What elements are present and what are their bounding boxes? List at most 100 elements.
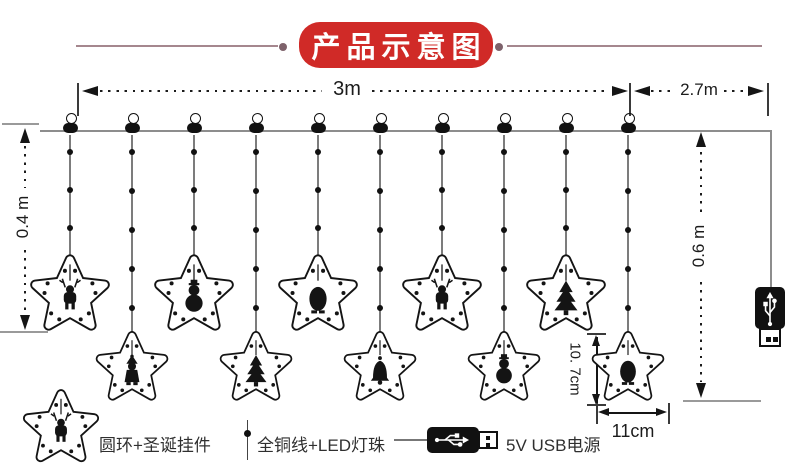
figure-bell <box>370 356 390 385</box>
star-ring-penguin <box>278 254 358 331</box>
led-bead <box>439 225 445 231</box>
dim-dotted-line <box>23 250 27 314</box>
figure-snowman <box>185 279 203 312</box>
led-bead <box>501 266 507 272</box>
light-string <box>69 135 71 260</box>
legend-usb-wire <box>394 439 427 441</box>
legend-wire-icon <box>246 420 248 460</box>
dim-arrow-left <box>82 86 98 96</box>
led-bead <box>67 225 73 231</box>
led-bead <box>625 305 631 311</box>
figure-santa <box>124 354 140 386</box>
led-bead <box>129 149 135 155</box>
star-pendant <box>149 251 239 341</box>
title-divider-left <box>76 45 278 48</box>
star-pendant <box>397 251 487 341</box>
led-bead <box>67 187 73 193</box>
star-pendant <box>25 251 115 341</box>
usb-trident-icon <box>763 292 777 327</box>
dim-dotted-line <box>651 90 674 93</box>
light-string <box>193 135 195 260</box>
led-bead <box>625 227 631 233</box>
dim-label-2-7m: 2.7m <box>680 80 718 99</box>
figure-reindeer <box>431 278 453 310</box>
star-pendant <box>463 328 545 410</box>
star-pendant <box>521 251 611 341</box>
usb-plug-connector <box>759 328 781 347</box>
dim-tick <box>596 403 598 424</box>
dim-dotted-line <box>372 90 606 93</box>
led-bead <box>563 149 569 155</box>
star-ring-reindeer <box>402 254 482 331</box>
hook-clip <box>620 122 636 133</box>
legend-power-label: 5V USB电源 <box>506 436 601 455</box>
figure-christmas-tree <box>554 280 578 316</box>
dim-arrow-down <box>19 315 30 330</box>
star-ring-santa <box>95 331 169 401</box>
star-ring-reindeer <box>30 254 110 331</box>
legend-usb-connector <box>478 431 498 449</box>
title-divider-right <box>507 45 762 48</box>
led-bead <box>129 188 135 194</box>
led-bead <box>253 305 259 311</box>
hook-clip <box>496 122 512 133</box>
legend-pendant-label: 圆环+圣诞挂件 <box>99 436 211 455</box>
star-ring-snowman <box>154 254 234 331</box>
dim-ref-line <box>2 123 39 125</box>
star-ring-penguin <box>591 331 665 401</box>
dim-arrow-right <box>612 86 628 96</box>
dim-ref-line <box>683 400 761 402</box>
led-bead <box>501 227 507 233</box>
dim-arrow-up <box>19 128 30 143</box>
led-bead <box>315 225 321 231</box>
star-pendant <box>339 328 421 410</box>
dim-arrow-up <box>695 132 706 147</box>
led-bead <box>253 227 259 233</box>
legend-wire-label: 全铜线+LED灯珠 <box>257 436 385 455</box>
led-bead <box>501 305 507 311</box>
star-ring-christmas-tree <box>526 254 606 331</box>
star-ring-bell <box>343 331 417 401</box>
star-ring-christmas-tree <box>219 331 293 401</box>
hook-clip <box>62 122 78 133</box>
dim-line <box>596 337 598 403</box>
star-ring-reindeer <box>22 389 100 463</box>
dim-tick <box>587 333 606 335</box>
led-bead <box>377 305 383 311</box>
light-string <box>503 135 505 336</box>
light-string <box>131 135 133 336</box>
figure-penguin <box>620 360 636 385</box>
star-pendant <box>91 328 173 410</box>
led-bead <box>625 188 631 194</box>
led-bead <box>129 305 135 311</box>
dim-arrow-left <box>598 408 609 416</box>
led-bead <box>439 187 445 193</box>
dim-tick <box>767 83 769 116</box>
led-bead <box>191 225 197 231</box>
lead-wire <box>769 130 772 288</box>
light-string <box>379 135 381 336</box>
led-bead <box>315 149 321 155</box>
dim-arrow-right <box>748 86 764 96</box>
usb-trident-icon <box>434 433 469 447</box>
led-bead <box>191 149 197 155</box>
figure-penguin <box>309 286 327 314</box>
title-dot-left <box>279 43 287 51</box>
led-bead <box>253 188 259 194</box>
hook-clip <box>310 122 326 133</box>
led-bead <box>315 187 321 193</box>
led-bead <box>129 227 135 233</box>
light-string <box>627 135 629 336</box>
dim-tick <box>629 83 631 116</box>
hook-clip <box>372 122 388 133</box>
light-string <box>255 135 257 336</box>
dim-arrow-right <box>656 408 667 416</box>
page-title: 产品示意图 <box>311 32 487 64</box>
led-bead <box>67 149 73 155</box>
led-bead <box>563 225 569 231</box>
led-bead <box>377 149 383 155</box>
star-ring-snowman <box>467 331 541 401</box>
title-banner: 产品示意图 <box>299 22 493 68</box>
led-bead <box>439 149 445 155</box>
